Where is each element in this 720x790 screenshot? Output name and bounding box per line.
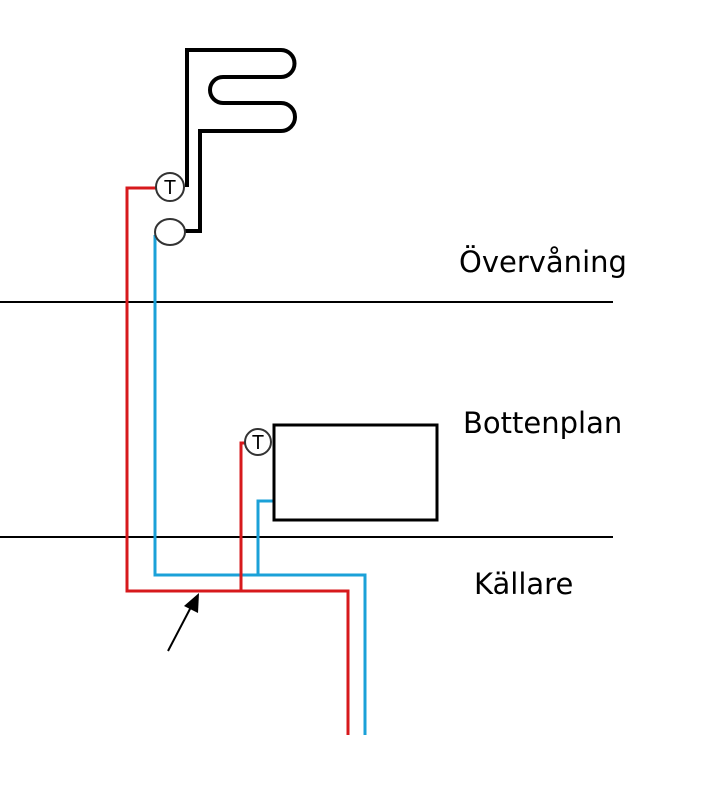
towel-radiator	[184, 48, 297, 233]
thermostat-valve-ground-label: T	[252, 432, 264, 454]
floor-label-upper: Övervåning	[459, 245, 627, 279]
return-pipe	[153, 235, 367, 735]
return-valve-upper	[154, 218, 186, 246]
floor-label-basement: Källare	[474, 567, 573, 601]
thermostat-valve-upper	[155, 172, 185, 202]
thermostat-valve-upper-label: T	[164, 177, 176, 199]
thermostat-valve-ground	[244, 428, 272, 456]
panel-radiator	[272, 423, 439, 522]
supply-pipe	[125, 186, 350, 735]
floor-label-ground: Bottenplan	[463, 406, 622, 440]
annotation-arrow	[167, 593, 199, 652]
